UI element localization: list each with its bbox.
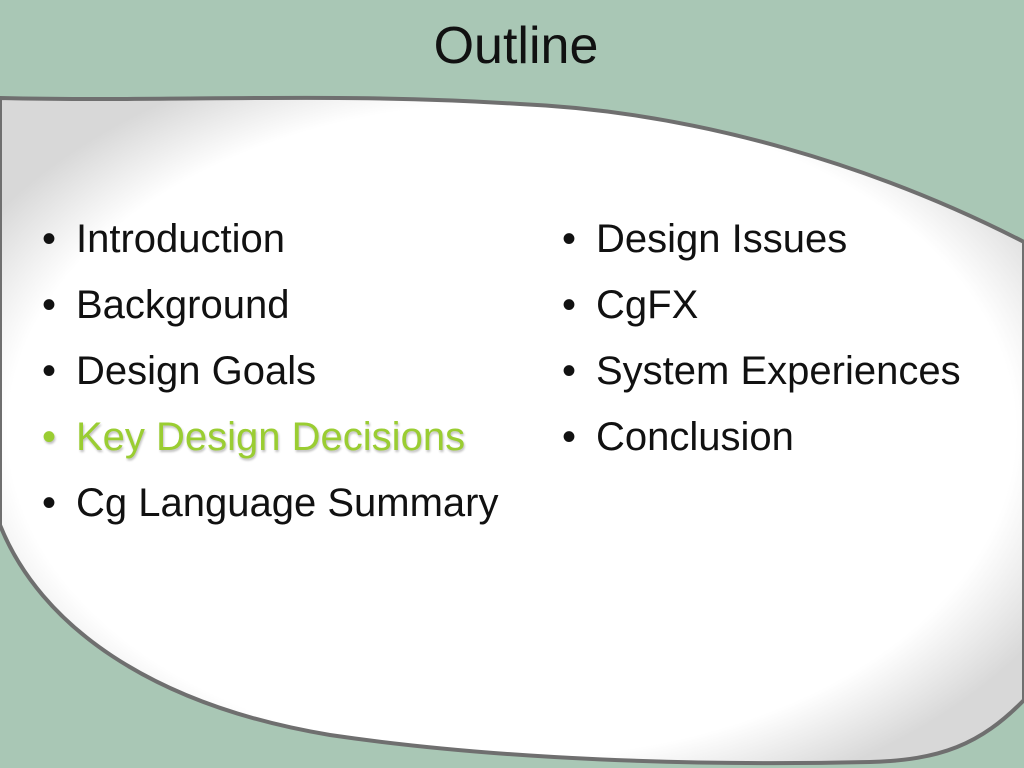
content-panel <box>0 95 1024 766</box>
list-item: • Cg Language Summary <box>34 470 498 536</box>
list-item-current: • Key Design Decisions <box>34 404 498 470</box>
bullet-icon: • <box>561 415 576 459</box>
list-item-label: Key Design Decisions <box>76 415 466 459</box>
outline-list-right: • Design Issues • CgFX • System Experiences… <box>554 206 961 470</box>
list-item-label: Cg Language Summary <box>76 481 499 525</box>
list-item-label: Design Goals <box>76 349 317 393</box>
list-item: • Design Goals <box>34 338 498 404</box>
list-item-label: Conclusion <box>596 415 794 459</box>
list-item: • Design Issues <box>554 206 961 272</box>
outline-list-left: •Introduction •Background •Design Goals … <box>34 206 498 536</box>
bullet-icon: • <box>41 283 56 327</box>
list-item-label: Design Issues <box>596 217 848 261</box>
bullet-icon: • <box>561 349 576 393</box>
bullet-icon: • <box>41 481 56 525</box>
list-item: • Introduction <box>34 206 498 272</box>
list-item-label: Background <box>76 283 290 327</box>
list-item: • Conclusion <box>554 404 961 470</box>
list-item: • System Experiences <box>554 338 961 404</box>
bullet-icon: • <box>41 349 56 393</box>
slide-title: Outline <box>433 17 599 75</box>
list-item: • Background <box>34 272 498 338</box>
list-item-label: CgFX <box>596 283 699 327</box>
bullet-icon: • <box>561 217 576 261</box>
list-item-label: System Experiences <box>596 349 961 393</box>
bullet-icon: • <box>41 217 56 261</box>
bullet-icon: • <box>561 283 576 327</box>
list-item-label: Introduction <box>76 217 286 261</box>
bullet-icon: • <box>41 415 56 459</box>
list-item: • CgFX <box>554 272 961 338</box>
